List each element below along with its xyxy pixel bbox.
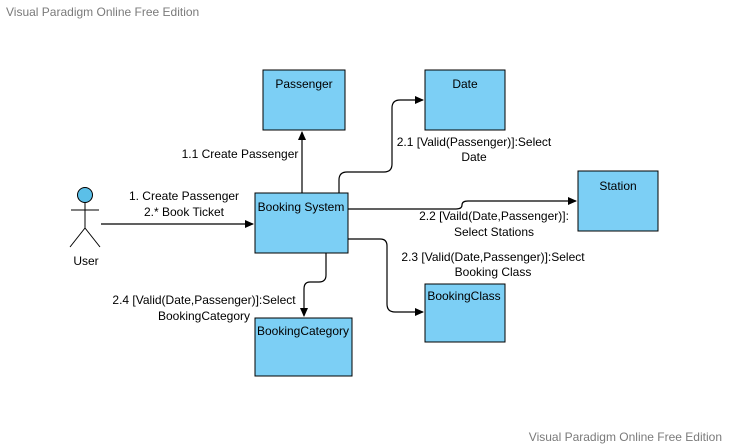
link-system-to-date[interactable] xyxy=(338,96,424,193)
message-select-class-1: 2.3 [Valid(Date,Passenger)]:Select xyxy=(401,250,585,264)
watermark-bottom: Visual Paradigm Online Free Edition xyxy=(528,430,722,444)
message-create-passenger: 1.1 Create Passenger xyxy=(182,147,299,161)
object-date-label: Date xyxy=(452,77,478,91)
message-select-date-2: Date xyxy=(461,150,487,164)
object-booking-category[interactable]: BookingCategory xyxy=(254,317,353,377)
stick-figure-icon xyxy=(69,187,101,248)
object-booking-class-label: BookingClass xyxy=(427,289,500,303)
object-booking-class[interactable]: BookingClass xyxy=(424,283,506,343)
object-station[interactable]: Station xyxy=(577,170,659,232)
link-system-to-booking-class[interactable] xyxy=(348,238,424,316)
object-station-label: Station xyxy=(599,179,636,193)
message-user-2: 2.* Book Ticket xyxy=(144,205,225,219)
message-select-category-1: 2.4 [Valid(Date,Passenger)]:Select xyxy=(112,293,296,307)
actor-user[interactable]: User xyxy=(69,187,101,269)
object-passenger-label: Passenger xyxy=(275,77,332,91)
object-booking-system[interactable]: Booking System xyxy=(254,192,349,254)
message-select-date-1: 2.1 [Valid(Passenger)]:Select xyxy=(397,135,552,149)
object-booking-category-label: BookingCategory xyxy=(257,324,349,338)
object-passenger[interactable]: Passenger xyxy=(262,69,346,131)
object-booking-system-label: Booking System xyxy=(258,200,345,214)
message-select-stations-1: 2.2 [Vaild(Date,Passenger)]: xyxy=(419,209,569,223)
link-system-to-booking-category[interactable] xyxy=(300,253,327,317)
watermark-top: Visual Paradigm Online Free Edition xyxy=(6,5,200,19)
message-select-class-2: Booking Class xyxy=(455,265,532,279)
link-system-to-station[interactable] xyxy=(348,197,577,210)
message-select-category-2: BookingCategory xyxy=(158,309,250,323)
object-date[interactable]: Date xyxy=(424,69,506,131)
message-select-stations-2: Select Stations xyxy=(454,225,534,239)
actor-user-label: User xyxy=(73,254,98,268)
message-user-1: 1. Create Passenger xyxy=(129,189,239,203)
